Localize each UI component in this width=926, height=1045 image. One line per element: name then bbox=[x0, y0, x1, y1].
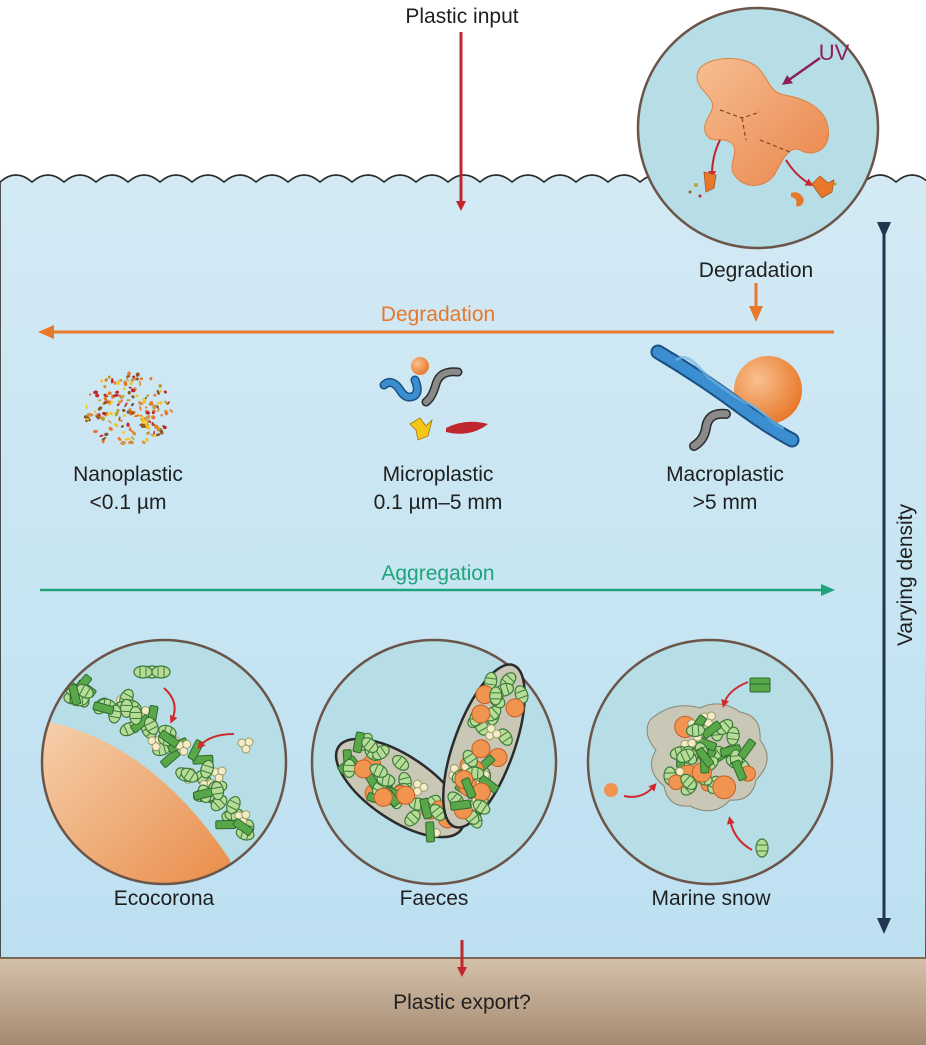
label-macroplastic-name: Macroplastic bbox=[666, 463, 784, 486]
label-faeces: Faeces bbox=[399, 887, 469, 910]
ecocorona-circle bbox=[40, 638, 288, 886]
label-plastic-input: Plastic input bbox=[405, 5, 519, 28]
nanoplastic-particles bbox=[83, 371, 174, 446]
marine-snow-circle bbox=[586, 638, 834, 886]
label-plastic-export: Plastic export? bbox=[393, 991, 531, 1014]
label-microplastic-size: 0.1 µm–5 mm bbox=[373, 491, 503, 514]
label-degradation-top: Degradation bbox=[698, 259, 814, 282]
label-uv: UV bbox=[818, 40, 850, 65]
macroplastic-particles bbox=[650, 344, 802, 451]
label-microplastic-name: Microplastic bbox=[382, 463, 494, 486]
label-ecocorona: Ecocorona bbox=[113, 887, 215, 910]
label-degradation-arrow: Degradation bbox=[380, 303, 496, 326]
label-marine-snow: Marine snow bbox=[651, 887, 771, 910]
label-aggregation: Aggregation bbox=[381, 562, 495, 585]
faeces-circle bbox=[310, 638, 558, 886]
label-varying-density: Varying density bbox=[894, 503, 917, 647]
label-nanoplastic-size: <0.1 µm bbox=[89, 491, 167, 514]
label-macroplastic-size: >5 mm bbox=[692, 491, 758, 514]
uv-degradation-circle bbox=[636, 6, 880, 250]
label-nanoplastic-name: Nanoplastic bbox=[73, 463, 183, 486]
microplastic-particles bbox=[379, 357, 488, 441]
